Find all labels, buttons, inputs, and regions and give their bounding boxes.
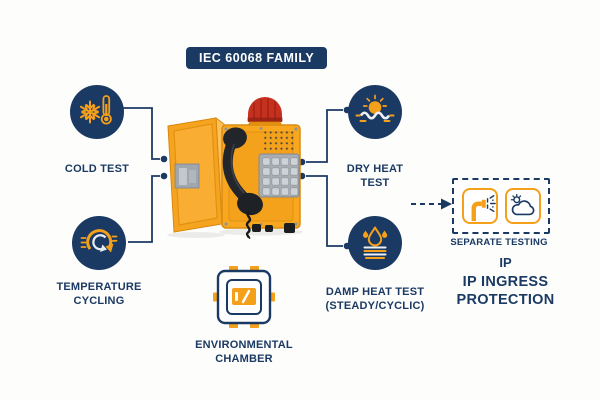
sun-heatwave-icon xyxy=(355,94,395,122)
weather-test-tile xyxy=(504,188,541,224)
spray-test-tile xyxy=(461,188,498,224)
industrial-telephone-illustration xyxy=(167,97,303,240)
cold-test-node xyxy=(70,85,124,139)
beacon-light xyxy=(245,97,285,130)
water-droplets-icon xyxy=(363,226,388,259)
temperature-cycling-connector xyxy=(128,175,160,243)
dry-heat-test-node xyxy=(348,85,402,139)
ip-code: IP xyxy=(499,255,512,270)
coiled-cord xyxy=(245,211,252,240)
environmental-chamber-icon xyxy=(213,266,275,328)
cold-test-label: COLD TEST xyxy=(64,163,130,175)
open-cover-door xyxy=(167,116,230,233)
keypad xyxy=(258,153,300,198)
dry-heat-test-label: DRY HEAT TEST xyxy=(346,163,404,189)
cloud-sun-icon xyxy=(510,193,534,216)
page-title: IEC 60068 FAMILY xyxy=(199,51,315,65)
temperature-cycling-node xyxy=(72,216,126,270)
separate-testing-label: SEPARATE TESTING xyxy=(450,237,548,248)
speaker-grille xyxy=(261,131,296,151)
telephone-handset xyxy=(222,127,263,240)
ip-ingress-protection-block: IP IP INGRESS PROTECTION xyxy=(428,255,583,309)
cycle-arrows-icon xyxy=(80,229,118,253)
mounting-screws xyxy=(224,127,298,226)
separate-testing-box xyxy=(452,178,550,234)
snowflake-thermometer-icon xyxy=(79,95,112,125)
door-hinge xyxy=(174,163,200,189)
arrowhead xyxy=(441,198,452,210)
environmental-chamber-label: ENVIRONMENTAL CHAMBER xyxy=(195,339,293,365)
damp-heat-test-label: DAMP HEAT TEST (STEADY/CYCLIC) xyxy=(325,286,425,312)
cold-test-connector xyxy=(123,107,160,160)
damp-heat-test-node xyxy=(348,216,402,270)
spray-nozzle-icon xyxy=(471,195,496,222)
cable-glands xyxy=(252,223,295,233)
title-badge: IEC 60068 FAMILY xyxy=(186,47,328,69)
temperature-cycling-label: TEMPERATURE CYCLING xyxy=(56,281,142,307)
dry-heat-connector xyxy=(306,109,343,163)
